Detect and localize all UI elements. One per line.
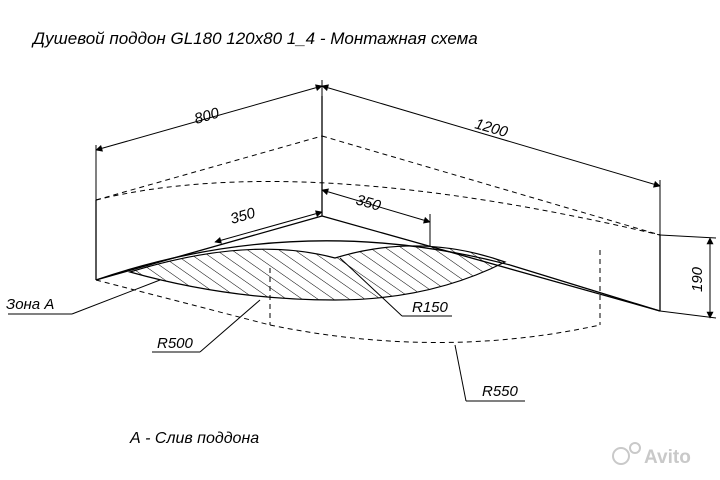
hidden-lines: [95, 135, 661, 343]
dim-190: 190: [689, 266, 706, 292]
avito-logo-icon: [612, 447, 630, 465]
label-r500: R500: [157, 335, 194, 352]
leader-lines: [8, 257, 525, 402]
dim-800: 800: [192, 104, 221, 127]
zone-a-hatch: [127, 245, 507, 301]
label-r150: R150: [412, 299, 449, 316]
label-zone-a: Зона А: [6, 296, 54, 313]
watermark: Avito: [612, 442, 691, 468]
dim-350-side: 350: [228, 204, 257, 227]
drain-note: А - Слив поддона: [129, 430, 259, 447]
dimension-lines: [95, 80, 717, 319]
label-r550: R550: [482, 383, 519, 400]
diagram-title: Душевой поддон GL180 120x80 1_4 - Монтаж…: [31, 29, 478, 48]
watermark-text: Avito: [644, 447, 691, 468]
dim-350-back: 350: [354, 192, 383, 215]
dim-1200: 1200: [473, 116, 510, 142]
